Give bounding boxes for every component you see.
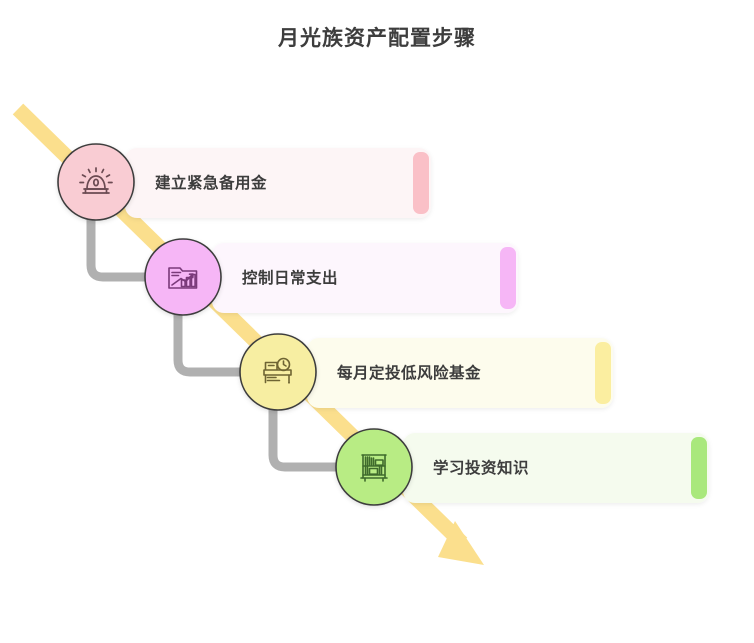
expense-report-chart-icon — [168, 267, 198, 289]
step-accent-bar-2 — [500, 247, 516, 309]
diagonal-arrow-tip — [438, 521, 484, 565]
step-node-circle-2 — [144, 238, 222, 316]
step-accent-bar-4 — [691, 437, 707, 499]
siren-beacon-icon — [79, 167, 113, 194]
step-accent-bar-1 — [413, 152, 429, 214]
connector-3-4 — [268, 404, 341, 472]
page-title: 月光族资产配置步骤 — [278, 27, 476, 50]
step-connectors — [86, 214, 341, 472]
connector-2-3 — [173, 309, 245, 377]
step-nodes-layer — [57, 143, 413, 506]
step-node-circle-4 — [335, 428, 413, 506]
step-node-3[interactable] — [239, 333, 317, 411]
step-accent-bars-layer — [413, 152, 707, 499]
step-card-4[interactable] — [403, 433, 709, 503]
step-label-4: 学习投资知识 — [433, 460, 530, 477]
step-accent-bar-3 — [595, 342, 611, 404]
step-label-3: 每月定投低风险基金 — [337, 365, 482, 382]
step-cards-layer — [125, 148, 709, 503]
step-card-3[interactable] — [307, 338, 613, 408]
step-node-2[interactable] — [144, 238, 222, 316]
step-node-4[interactable] — [335, 428, 413, 506]
connector-1-2 — [86, 214, 150, 282]
bookshelf-icon — [360, 454, 388, 482]
step-label-2: 控制日常支出 — [242, 270, 339, 287]
step-card-2[interactable] — [212, 243, 518, 313]
step-node-1[interactable] — [57, 143, 135, 221]
step-node-circle-1 — [57, 143, 135, 221]
step-node-circle-3 — [239, 333, 317, 411]
monthly-savings-desk-icon — [263, 357, 292, 384]
step-label-1: 建立紧急备用金 — [155, 175, 268, 192]
step-card-1[interactable] — [125, 148, 431, 218]
